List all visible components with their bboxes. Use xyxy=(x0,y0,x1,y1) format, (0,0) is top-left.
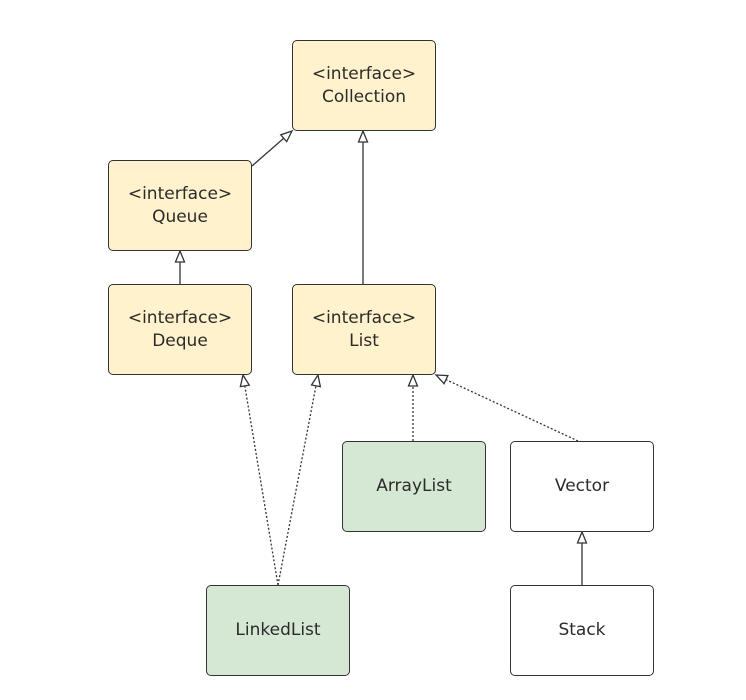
edge-linkedlist-to-deque xyxy=(244,385,279,586)
hollow-arrowhead-icon xyxy=(407,373,419,387)
node-deque[interactable]: <interface> Deque xyxy=(108,284,252,375)
hollow-arrowhead-icon xyxy=(434,374,449,385)
node-vector[interactable]: Vector xyxy=(510,441,654,532)
node-collection[interactable]: <interface> Collection xyxy=(292,40,436,131)
hollow-arrowhead-icon xyxy=(239,373,251,388)
hollow-arrowhead-icon xyxy=(576,530,588,544)
class-name-label: Stack xyxy=(558,620,606,640)
node-arraylist[interactable]: ArrayList xyxy=(342,441,486,532)
class-name-label: LinkedList xyxy=(235,620,321,640)
node-linkedlist[interactable]: LinkedList xyxy=(206,585,350,676)
class-name-label: List xyxy=(349,330,379,351)
class-name-label: Vector xyxy=(554,476,610,496)
stereotype-label: <interface> xyxy=(311,63,417,84)
stereotype-label: <interface> xyxy=(311,307,417,328)
class-name-label: Queue xyxy=(152,206,208,227)
edge-vector-to-list xyxy=(445,379,579,442)
node-queue[interactable]: <interface> Queue xyxy=(108,160,252,251)
node-list[interactable]: <interface> List xyxy=(292,284,436,375)
hollow-arrowhead-icon xyxy=(357,129,369,143)
stereotype-label: <interface> xyxy=(127,183,233,204)
edge-queue-to-collection xyxy=(251,137,285,167)
edge-linkedlist-to-list xyxy=(277,385,317,586)
stereotype-label: <interface> xyxy=(127,307,233,328)
class-name-label: Collection xyxy=(321,86,407,107)
hollow-arrowhead-icon xyxy=(310,373,322,388)
node-stack[interactable]: Stack xyxy=(510,585,654,676)
class-name-label: ArrayList xyxy=(376,476,452,496)
hollow-arrowhead-icon xyxy=(279,129,294,143)
class-name-label: Deque xyxy=(152,330,208,351)
hollow-arrowhead-icon xyxy=(174,249,186,263)
